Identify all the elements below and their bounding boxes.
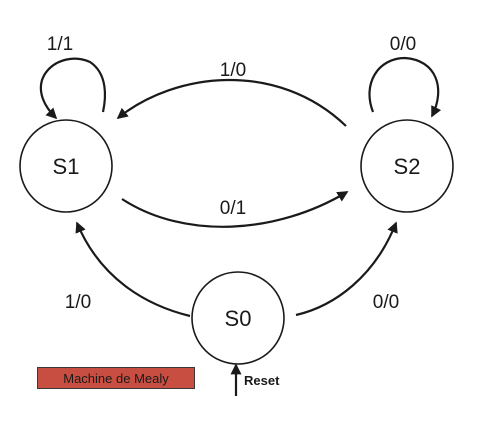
transition-s0-to-s1 <box>75 221 191 318</box>
label-s2-to-s1: 1/0 <box>220 60 246 81</box>
transition-s0-to-s2 <box>295 221 398 317</box>
label-s1-self: 1/1 <box>47 34 73 55</box>
reset-label: Reset <box>244 373 280 388</box>
transition-s2-to-s1 <box>116 78 347 127</box>
state-s0-label: S0 <box>225 306 252 331</box>
transition-s1-self <box>39 57 107 120</box>
transition-s2-self <box>368 56 442 118</box>
state-s1 <box>19 119 113 213</box>
state-s1-label: S1 <box>53 154 80 179</box>
label-s0-to-s2: 0/0 <box>373 292 399 313</box>
state-s0 <box>191 271 285 365</box>
label-s1-to-s2: 0/1 <box>220 198 246 219</box>
label-s2-self: 0/0 <box>390 34 416 55</box>
state-s2-label: S2 <box>394 154 421 179</box>
label-s0-to-s1: 1/0 <box>65 292 91 313</box>
machine-type-badge: Machine de Mealy <box>37 367 195 389</box>
transition-s1-to-s2 <box>121 191 349 228</box>
state-s2 <box>360 119 454 213</box>
